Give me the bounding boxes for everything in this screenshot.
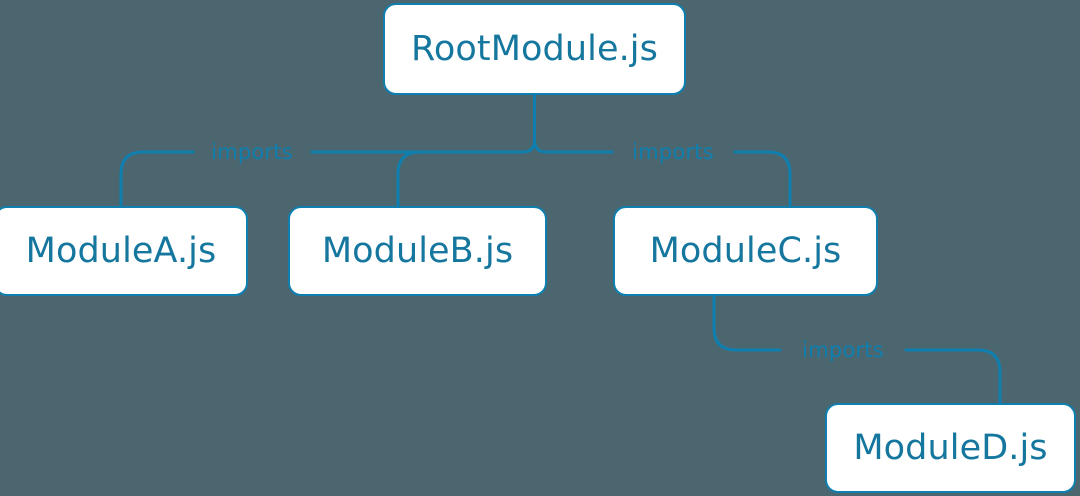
edge-root-trunk-left bbox=[521, 138, 536, 154]
node-label-modulec: ModuleC.js bbox=[649, 231, 842, 271]
edge-c-to-d-a bbox=[712, 294, 782, 352]
node-label-moduleb: ModuleB.js bbox=[321, 231, 514, 271]
node-modulea[interactable]: ModuleA.js bbox=[0, 206, 248, 296]
node-rootmodule[interactable]: RootModule.js bbox=[383, 3, 686, 95]
edge-bar-left-b bbox=[119, 150, 195, 208]
edge-label-modulec-to-moduled: imports bbox=[802, 338, 884, 362]
node-moduled[interactable]: ModuleD.js bbox=[825, 403, 1076, 493]
edge-label-root-to-modulea: imports bbox=[211, 140, 293, 164]
edge-bar-to-b bbox=[396, 150, 525, 208]
node-label-moduled: ModuleD.js bbox=[853, 428, 1048, 468]
edge-label-root-to-modulec: imports bbox=[632, 140, 714, 164]
node-label-rootmodule: RootModule.js bbox=[411, 29, 658, 69]
node-modulec[interactable]: ModuleC.js bbox=[613, 206, 878, 296]
node-moduleb[interactable]: ModuleB.js bbox=[288, 206, 547, 296]
edge-c-to-d-b bbox=[904, 348, 1002, 405]
node-label-modulea: ModuleA.js bbox=[25, 231, 217, 271]
edge-bar-right-b bbox=[733, 150, 792, 208]
edge-root-trunk bbox=[533, 93, 548, 154]
